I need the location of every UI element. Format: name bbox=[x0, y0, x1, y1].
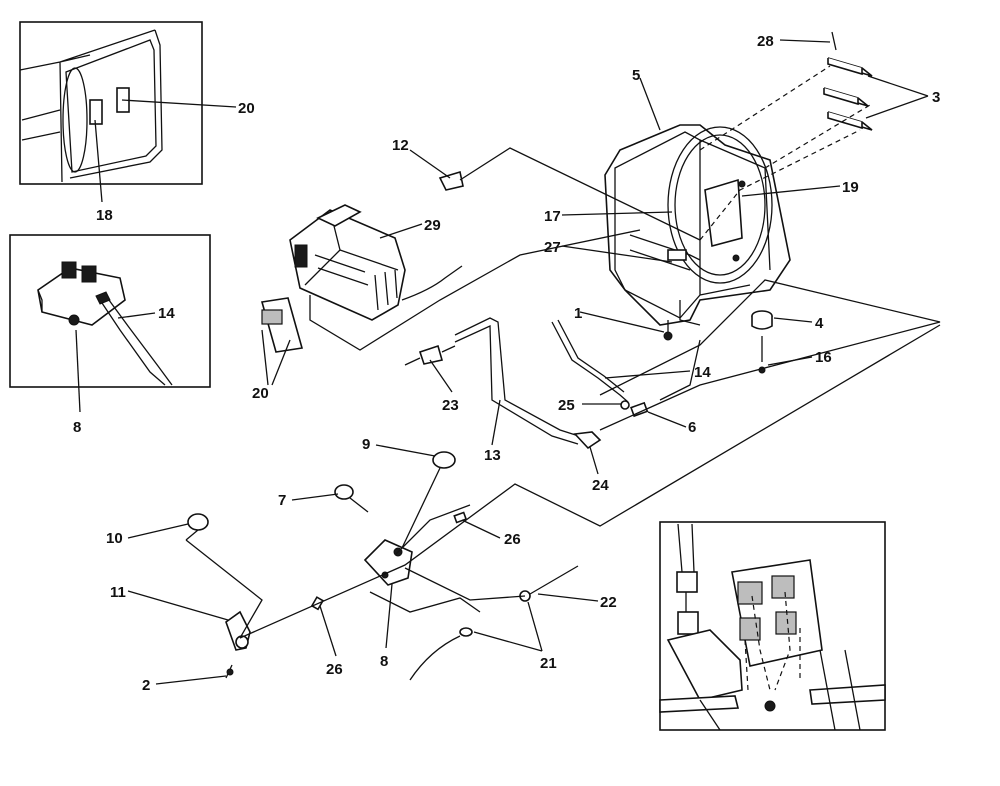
callout-26-lower: 26 bbox=[326, 661, 343, 678]
callout-1: 1 bbox=[574, 305, 582, 322]
callout-26-upper: 26 bbox=[504, 531, 521, 548]
connection-lines bbox=[185, 65, 941, 639]
callout-28: 28 bbox=[757, 33, 774, 50]
callout-11: 11 bbox=[110, 584, 126, 601]
callout-10: 10 bbox=[106, 530, 123, 547]
hose-assembly bbox=[454, 317, 602, 450]
frame-assembly bbox=[604, 124, 791, 326]
compressor-pump bbox=[289, 204, 463, 321]
callout-22: 22 bbox=[600, 594, 617, 611]
callout-16: 16 bbox=[815, 349, 832, 366]
callout-5: 5 bbox=[632, 67, 640, 84]
callout-12: 12 bbox=[392, 137, 409, 154]
callout-14-inset: 14 bbox=[158, 305, 175, 322]
callout-25: 25 bbox=[558, 397, 575, 414]
callout-9: 9 bbox=[362, 436, 370, 453]
callout-20: 20 bbox=[252, 385, 269, 402]
inset-wiring-detail bbox=[659, 521, 886, 731]
callout-8-inset: 8 bbox=[73, 419, 81, 436]
callout-6: 6 bbox=[688, 419, 696, 436]
inset-switch-detail bbox=[9, 234, 211, 388]
callout-4: 4 bbox=[815, 315, 824, 332]
callout-8: 8 bbox=[380, 653, 388, 670]
callout-18: 18 bbox=[96, 207, 113, 224]
callout-2: 2 bbox=[142, 677, 150, 694]
callout-19: 19 bbox=[842, 179, 859, 196]
callout-3: 3 bbox=[932, 89, 940, 106]
leader-lines bbox=[75, 39, 929, 685]
callout-29: 29 bbox=[424, 217, 441, 234]
callout-20-inset: 20 bbox=[238, 100, 255, 117]
callout-labels: 20 18 14 8 12 29 20 5 28 3 19 17 27 1 4 … bbox=[73, 33, 940, 694]
callout-14: 14 bbox=[694, 364, 711, 381]
callout-7: 7 bbox=[278, 492, 286, 509]
callout-27: 27 bbox=[544, 239, 561, 256]
callout-13: 13 bbox=[484, 447, 501, 464]
callout-23: 23 bbox=[442, 397, 459, 414]
callout-17: 17 bbox=[544, 208, 561, 225]
small-parts bbox=[187, 31, 873, 681]
callout-21: 21 bbox=[540, 655, 557, 672]
callout-24: 24 bbox=[592, 477, 609, 494]
